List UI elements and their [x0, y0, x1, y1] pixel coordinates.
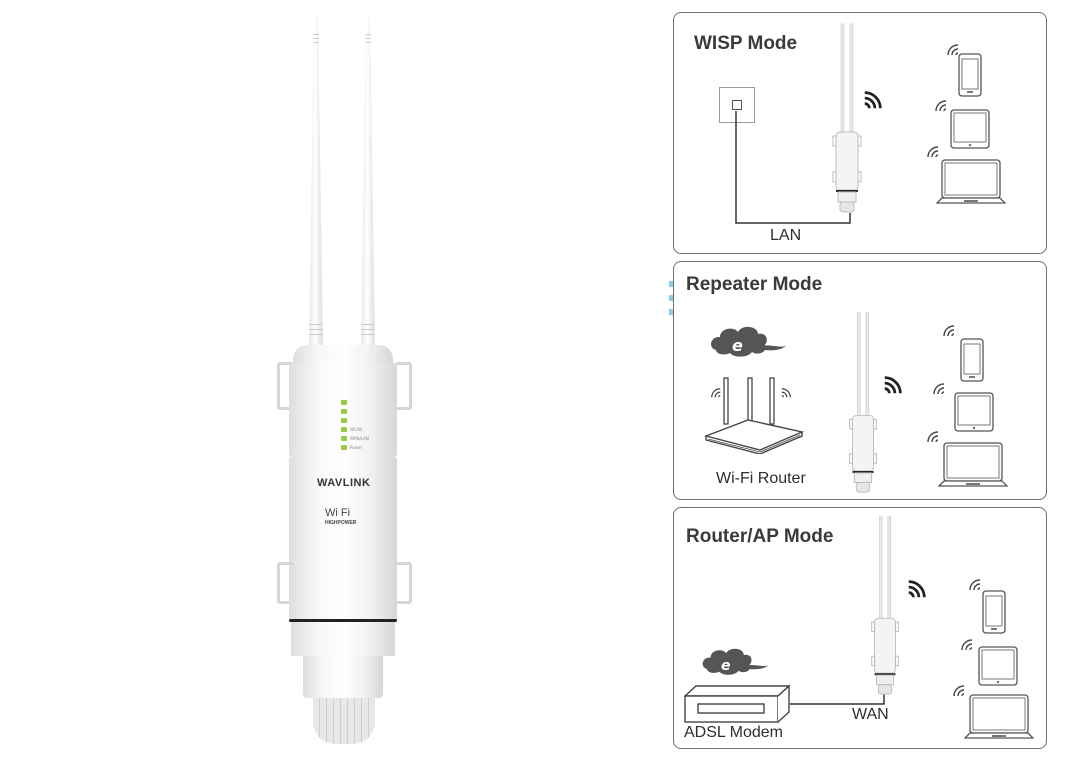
mount-handle — [277, 562, 294, 604]
mount-handle — [395, 362, 412, 410]
led-indicator — [341, 427, 347, 432]
wifi-signal-icon — [932, 382, 946, 396]
led-indicator — [341, 445, 347, 450]
tablet-icon — [954, 392, 994, 432]
repeater-device-icon — [832, 23, 862, 215]
led-label: WAN/LAN — [350, 436, 369, 441]
device-top-cap — [293, 345, 393, 365]
wan-cable — [790, 690, 885, 705]
wall-socket-icon — [719, 87, 755, 123]
wifi-router-icon — [698, 374, 808, 454]
mount-handle — [395, 562, 412, 604]
brand-logo: WAVLINK — [317, 477, 371, 489]
wifi-signal-icon — [862, 89, 884, 111]
device-base-ring — [291, 622, 395, 656]
wifi-logo: Wi Fi — [325, 507, 351, 519]
phone-icon — [960, 336, 984, 384]
laptop-icon — [938, 442, 1008, 488]
panel-title: WISP Mode — [694, 33, 798, 54]
wifi-signal-icon — [906, 578, 928, 600]
device-base — [303, 656, 383, 698]
laptop-icon — [964, 694, 1034, 740]
highpower-text: HIGHPOWER — [325, 520, 357, 526]
lan-cable — [735, 111, 851, 224]
internet-cloud-icon — [708, 324, 788, 360]
wisp-mode-panel: WISP Mode LAN — [673, 12, 1047, 254]
led-indicator — [341, 418, 347, 423]
device-middle-body — [289, 458, 397, 568]
repeater-device-icon — [848, 312, 878, 494]
cable-label: LAN — [770, 227, 802, 244]
seal-ring — [289, 619, 397, 622]
antenna-right — [361, 14, 375, 354]
product-image: WLAN WAN/LAN Power WAVLINK Wi Fi HIGHPOW… — [255, 0, 724, 768]
antenna-left — [309, 14, 323, 354]
panel-title: Router/AP Mode — [686, 526, 834, 547]
led-indicator — [341, 409, 347, 414]
phone-icon — [958, 53, 982, 97]
panel-title: Repeater Mode — [686, 274, 823, 295]
laptop-icon — [936, 159, 1006, 205]
wifi-signal-icon — [968, 578, 982, 592]
led-label: WLAN — [350, 427, 363, 432]
cable-label: WAN — [852, 706, 889, 723]
repeater-device-icon — [870, 516, 900, 696]
wifi-signal-icon — [934, 99, 948, 113]
cable-gland — [313, 698, 375, 744]
wifi-signal-icon — [926, 145, 940, 159]
led-panel: WLAN WAN/LAN Power — [341, 400, 381, 460]
led-indicator — [341, 436, 347, 441]
led-indicator — [341, 400, 347, 405]
device-lower-body — [289, 568, 397, 620]
tablet-icon — [978, 646, 1018, 686]
modem-label: ADSL Modem — [684, 724, 783, 741]
wifi-signal-icon — [882, 374, 904, 396]
wifi-signal-icon — [942, 324, 956, 338]
phone-icon — [982, 588, 1006, 636]
router-ap-mode-panel: Router/AP Mode WAN ADSL Modem — [673, 507, 1047, 749]
mount-handle — [277, 362, 294, 410]
router-label: Wi-Fi Router — [716, 470, 806, 487]
led-label: Power — [350, 445, 363, 450]
tablet-icon — [950, 109, 990, 149]
repeater-mode-panel: Repeater Mode Wi-Fi Router — [673, 261, 1047, 500]
wifi-signal-icon — [960, 638, 974, 652]
